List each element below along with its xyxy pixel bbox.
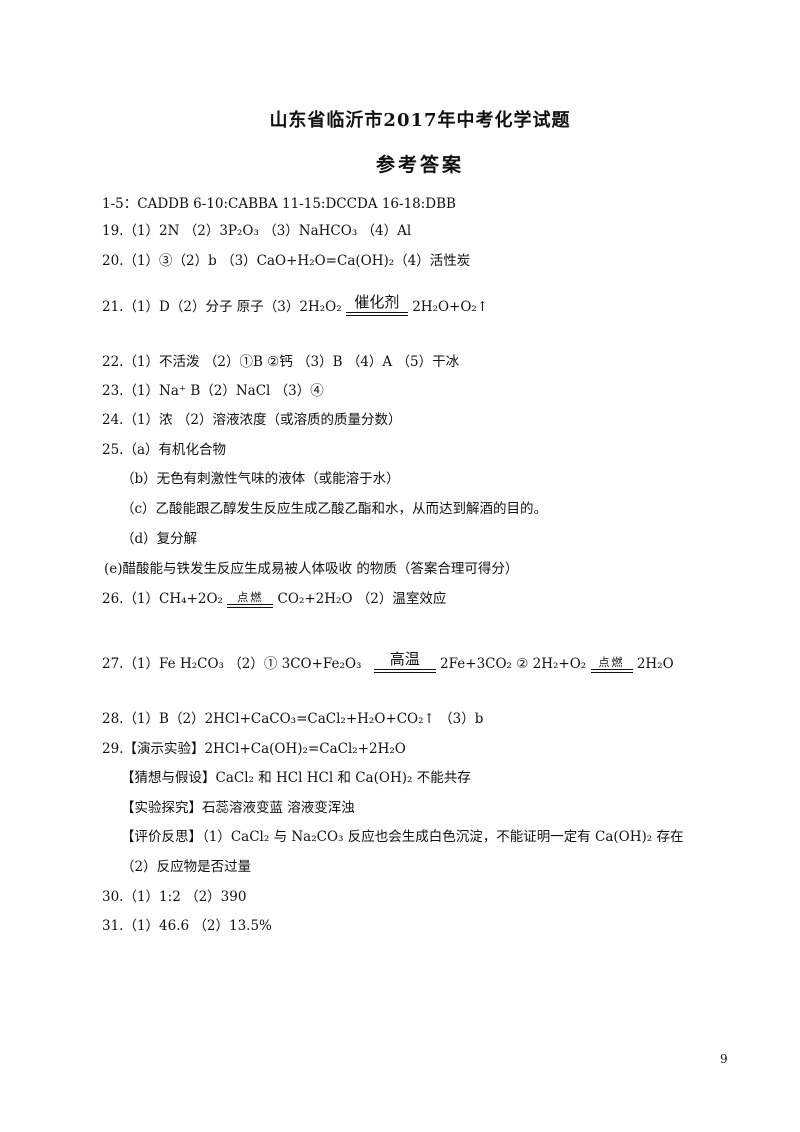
answer-1-18: 1-5：CADDB 6-10:CABBA 11-15:DCCDA 16-18:D… xyxy=(102,196,456,212)
high-temp-label: 高温 xyxy=(389,650,420,668)
reaction-condition-catalyst: 催化剂 xyxy=(345,293,408,316)
ignite-label: 点燃 xyxy=(237,591,264,604)
equation-double-bar xyxy=(373,669,436,673)
equation-double-bar xyxy=(345,312,408,316)
document-subtitle: 参考答案 xyxy=(375,154,464,176)
equation-double-bar xyxy=(227,604,274,608)
answer-25a: 25.（a）有机化合物 xyxy=(102,442,227,458)
answer-30: 30.（1）1:2 （2）390 xyxy=(102,889,247,905)
answer-25d: （d）复分解 xyxy=(121,531,198,547)
answer-28: 28.（1）B（2）2HCl+CaCO₃=CaCl₂+H₂O+CO₂↑ （3）b xyxy=(102,711,484,727)
answer-19: 19.（1）2N （2）3P₂O₃ （3）NaHCO₃ （4）Al xyxy=(102,223,412,239)
answer-27: 27.（1）Fe H₂CO₃ （2）① 3CO+Fe₂O₃ 高温 2Fe+3CO… xyxy=(102,650,674,673)
answer-31: 31.（1）46.6 （2）13.5% xyxy=(102,918,272,934)
answer-20: 20.（1）③（2）b （3）CaO+H₂O=Ca(OH)₂（4）活性炭 xyxy=(102,253,471,269)
answer-24: 24.（1）浓 （2）溶液浓度（或溶质的质量分数） xyxy=(102,412,402,428)
answer-23: 23.（1）Na⁺ B（2）NaCl （3）④ xyxy=(102,383,324,399)
answer-25e: (e)醋酸能与铁发生反应生成易被人体吸收 的物质（答案合理可得分） xyxy=(104,561,519,577)
answer-21: 21.（1）D（2）分子 原子（3）2H₂O₂ 催化剂 2H₂O+O₂↑ xyxy=(102,293,488,316)
answer-26-reactants: 26.（1）CH₄+2O₂ xyxy=(102,591,223,607)
reaction-condition-ignite: 点燃 xyxy=(227,591,274,608)
answer-26: 26.（1）CH₄+2O₂ 点燃 CO₂+2H₂O （2）温室效应 xyxy=(102,590,446,608)
page-number: 9 xyxy=(720,1052,728,1066)
answer-21-products: 2H₂O+O₂↑ xyxy=(412,299,489,315)
equation-double-bar xyxy=(590,669,633,673)
answer-21-reactants: 21.（1）D（2）分子 原子（3）2H₂O₂ xyxy=(102,299,342,315)
reaction-condition-high-temp: 高温 xyxy=(373,650,436,673)
answer-29b: 【猜想与假设】CaCl₂ 和 HCl HCl 和 Ca(OH)₂ 不能共存 xyxy=(121,770,471,786)
answer-27-part1: 27.（1）Fe H₂CO₃ （2）① 3CO+Fe₂O₃ xyxy=(102,656,362,672)
catalyst-label: 催化剂 xyxy=(354,293,400,311)
answer-27-part2: 2Fe+3CO₂ ② 2H₂+O₂ xyxy=(440,656,587,672)
document-title: 山东省临沂市2017年中考化学试题 xyxy=(269,110,571,131)
ignite-label: 点燃 xyxy=(598,656,625,669)
answer-26-products: CO₂+2H₂O （2）温室效应 xyxy=(277,591,447,607)
answer-25b: （b）无色有刺激性气味的液体（或能溶于水） xyxy=(121,471,400,487)
answer-27-part3: 2H₂O xyxy=(636,656,674,672)
answer-29d: 【评价反思】（1）CaCl₂ 与 Na₂CO₃ 反应也会生成白色沉淀，不能证明一… xyxy=(121,829,684,845)
reaction-condition-ignite: 点燃 xyxy=(590,656,633,673)
answer-22: 22.（1）不活泼 （2）①B ②钙 （3）B （4）A （5）干冰 xyxy=(102,354,460,370)
answer-29c: 【实验探究】石蕊溶液变蓝 溶液变浑浊 xyxy=(121,800,355,816)
answer-25c: （c）乙酸能跟乙醇发生反应生成乙酸乙酯和水，从而达到解酒的目的。 xyxy=(121,501,548,517)
answer-29a: 29.【演示实验】2HCl+Ca(OH)₂=CaCl₂+2H₂O xyxy=(102,741,406,757)
answer-29e: （2）反应物是否过量 xyxy=(121,859,252,875)
